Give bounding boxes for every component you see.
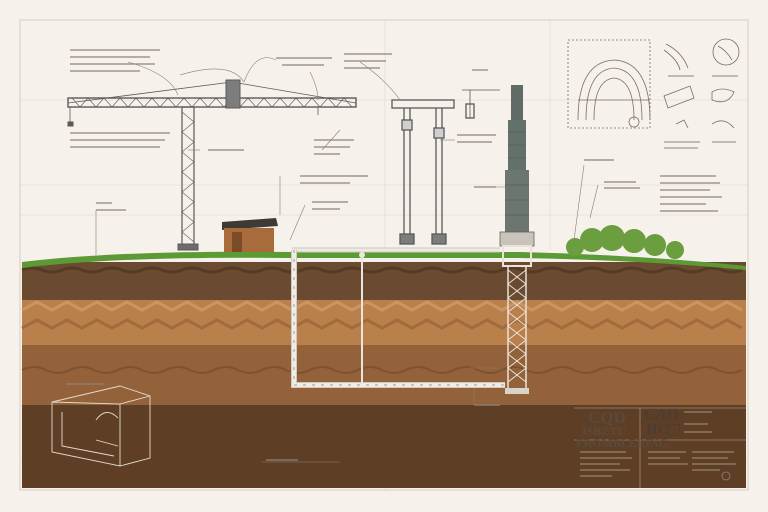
subsoil-layer <box>22 300 746 345</box>
title-block-fine-print <box>580 411 736 477</box>
title-block-cad-subtitle: IIC <box>646 422 669 438</box>
detail-labels <box>664 75 738 149</box>
crane-icon <box>67 79 357 251</box>
title-block-logo: CQD <box>588 408 626 427</box>
sheet-border <box>19 19 749 491</box>
deep-soil-waves <box>21 366 743 374</box>
gantry-frame-icon <box>391 89 500 245</box>
grass-line <box>22 251 746 270</box>
title-block-name-line1: ISBZTU <box>582 424 627 438</box>
title-block-name-line2: FROMBLERING <box>576 436 669 450</box>
soil-strata <box>21 262 746 488</box>
annotation-text-marks <box>66 49 722 461</box>
title-block-frame <box>574 407 746 488</box>
bush-icon <box>566 225 684 259</box>
title-block-box-icon <box>668 424 680 436</box>
topsoil-texture <box>21 266 743 274</box>
detail-sketch-icon <box>567 38 740 129</box>
stamp-icon <box>721 471 731 481</box>
seat-icon <box>51 385 151 467</box>
annotation-leaders <box>95 57 599 463</box>
deep-soil-layer <box>22 345 746 405</box>
shed-icon <box>222 218 278 252</box>
title-block-cad-title: CAD <box>644 406 679 423</box>
tower-icon <box>499 85 535 394</box>
subsoil-chevrons <box>21 300 743 312</box>
subsoil-chevrons-2 <box>21 318 743 330</box>
pipe-icon <box>291 247 505 388</box>
bedrock-layer <box>22 405 746 488</box>
